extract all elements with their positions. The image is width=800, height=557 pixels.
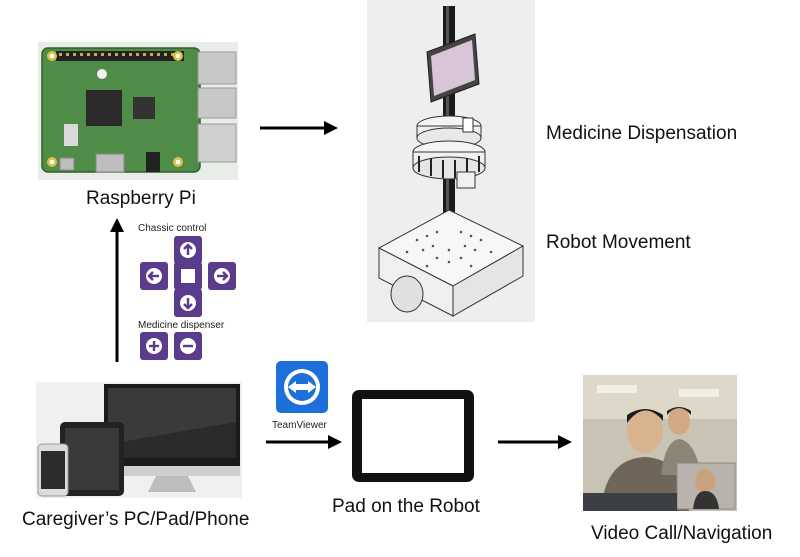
chassis-stop-button[interactable] xyxy=(174,262,202,290)
up-arrow-icon xyxy=(180,242,196,258)
teamviewer-logo-icon xyxy=(276,361,328,413)
down-arrow-icon xyxy=(180,295,196,311)
arrow-devices-to-pi xyxy=(107,218,127,369)
chassis-left-button[interactable] xyxy=(140,262,168,290)
chassis-forward-button[interactable] xyxy=(174,236,202,264)
dispenser-minus-button[interactable] xyxy=(174,332,202,360)
dispenser-plus-button[interactable] xyxy=(140,332,168,360)
arrow-pad-to-video xyxy=(498,432,578,457)
chassis-right-button[interactable] xyxy=(208,262,236,290)
video-call-image xyxy=(583,375,737,511)
arrow-devices-to-pad xyxy=(266,432,346,457)
medicine-dispenser-title: Medicine dispenser xyxy=(138,320,225,331)
video-call-label: Video Call/Navigation xyxy=(591,523,773,544)
chassis-backward-button[interactable] xyxy=(174,289,202,317)
medicine-dispensation-label: Medicine Dispensation xyxy=(546,123,738,144)
arrow-pi-to-robot xyxy=(260,118,340,143)
stop-icon xyxy=(181,269,195,283)
chassis-control-title: Chassic control xyxy=(138,223,207,234)
pad-on-robot-label: Pad on the Robot xyxy=(332,496,480,517)
minus-icon xyxy=(180,338,196,354)
left-arrow-icon xyxy=(146,268,162,284)
plus-icon xyxy=(146,338,162,354)
robot-cad-image xyxy=(367,0,535,322)
caregiver-devices-label: Caregiver’s PC/Pad/Phone xyxy=(22,509,250,530)
raspberry-pi-image xyxy=(38,42,238,180)
right-arrow-icon xyxy=(214,268,230,284)
caregiver-devices-image xyxy=(36,382,242,498)
raspberry-pi-label: Raspberry Pi xyxy=(86,188,196,209)
teamviewer-label: TeamViewer xyxy=(272,420,327,431)
robot-pad-image xyxy=(352,390,474,482)
robot-movement-label: Robot Movement xyxy=(546,232,691,253)
